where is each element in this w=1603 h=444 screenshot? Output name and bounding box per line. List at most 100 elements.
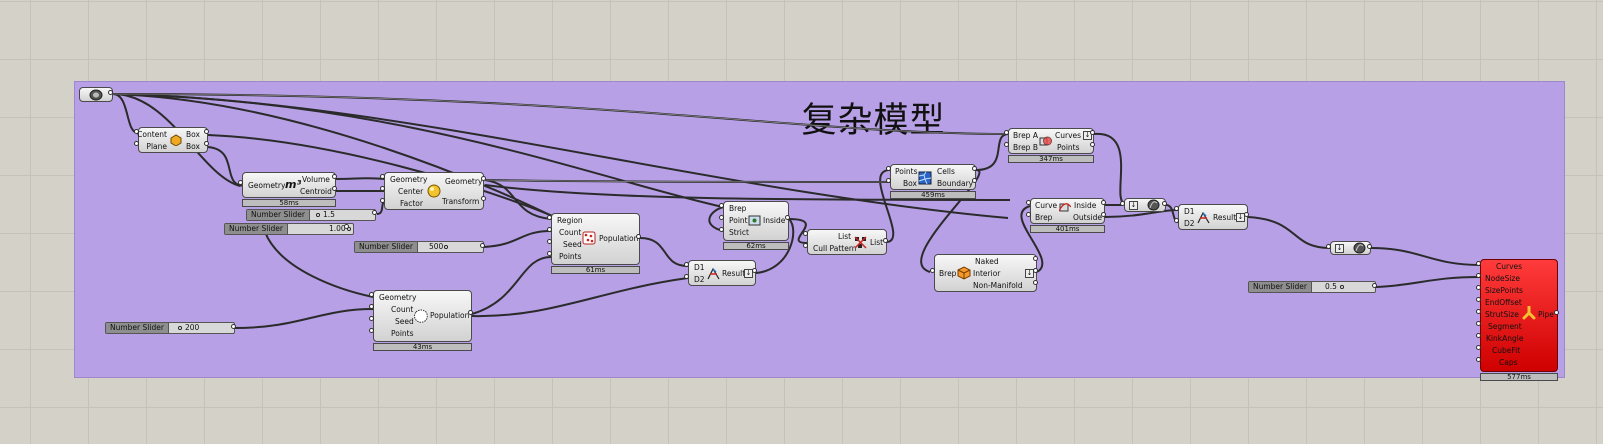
connector-port[interactable] — [1476, 321, 1481, 326]
connector-port[interactable] — [108, 90, 113, 95]
brep-edges-component[interactable]: Brep Naked Interior ↓ Non-Manifold — [934, 254, 1037, 292]
connector-port[interactable] — [1026, 200, 1031, 205]
connector-port[interactable] — [1033, 280, 1038, 285]
connector-port[interactable] — [547, 215, 552, 220]
connector-port[interactable] — [1476, 285, 1481, 290]
flatten-icon[interactable]: ↓ — [744, 269, 753, 278]
connector-port[interactable] — [886, 178, 891, 183]
exoskeleton-pipe-component[interactable]: Curves NodeSize SizePoints EndOffset Str… — [1480, 259, 1558, 372]
connector-port[interactable] — [1090, 130, 1095, 135]
connector-port[interactable] — [380, 186, 385, 191]
number-slider-4[interactable]: Number Slider 200 — [105, 322, 235, 334]
connector-port[interactable] — [1026, 212, 1031, 217]
connector-port[interactable] — [930, 268, 935, 273]
geometry-param[interactable] — [79, 87, 113, 102]
connector-port[interactable] — [481, 176, 486, 181]
flatten-icon[interactable]: ↓ — [1236, 213, 1245, 222]
flatten-icon[interactable]: ↓ — [1083, 131, 1092, 140]
curve-param-2[interactable]: ↓ — [1330, 241, 1371, 255]
populate-geometry-component[interactable]: Geometry Count Seed Points Population — [373, 290, 472, 342]
flatten-icon[interactable]: ↓ — [1129, 201, 1138, 210]
connector-port[interactable] — [380, 174, 385, 179]
connector-port[interactable] — [1367, 244, 1372, 249]
center-box-component[interactable]: Content Plane Box Box — [137, 127, 208, 153]
brep-brep-component[interactable]: Brep A Brep B Curves ↓ Points — [1008, 128, 1094, 154]
connector-port[interactable] — [547, 239, 552, 244]
scale-component[interactable]: Geometry Center Factor Geometry Transfor… — [384, 172, 484, 210]
flatten-icon[interactable]: ↓ — [1335, 244, 1344, 253]
connector-port[interactable] — [1162, 201, 1167, 206]
connector-port[interactable] — [972, 178, 977, 183]
connector-port[interactable] — [1174, 206, 1179, 211]
connector-port[interactable] — [134, 141, 139, 146]
slider-knob[interactable] — [316, 213, 320, 217]
voronoi-3d-component[interactable]: Points Box Cells Boundary — [890, 164, 976, 190]
area-component[interactable]: Geometry m³ Volume Centroid — [242, 172, 336, 198]
slider-knob[interactable] — [1340, 285, 1344, 289]
slider-knob[interactable] — [178, 326, 182, 330]
populate-3d-component[interactable]: Region Count Seed Points Population — [551, 213, 640, 265]
connector-port[interactable] — [468, 310, 473, 315]
connector-port[interactable] — [1004, 130, 1009, 135]
connector-port[interactable] — [886, 166, 891, 171]
connector-port[interactable] — [1244, 212, 1249, 217]
equality-component[interactable]: D1 D2 Result ↓ — [688, 260, 756, 286]
connector-port[interactable] — [1476, 309, 1481, 314]
connector-port[interactable] — [481, 196, 486, 201]
connector-port[interactable] — [204, 141, 209, 146]
connector-port[interactable] — [636, 234, 641, 239]
connector-port[interactable] — [204, 129, 209, 134]
cull-pattern-component[interactable]: List Cull Pattern List — [807, 229, 887, 255]
connector-port[interactable] — [1120, 201, 1125, 206]
equality-component-2[interactable]: D1 D2 Result ↓ — [1178, 204, 1248, 230]
connector-port[interactable] — [684, 262, 689, 267]
connector-port[interactable] — [369, 316, 374, 321]
connector-port[interactable] — [1476, 273, 1481, 278]
point-in-brep-component[interactable]: Brep Point Strict Inside — [723, 201, 789, 241]
connector-port[interactable] — [547, 251, 552, 256]
connector-port[interactable] — [803, 231, 808, 236]
number-slider-5[interactable]: Number Slider 0.5 — [1248, 281, 1376, 293]
slider-knob[interactable] — [347, 227, 351, 231]
connector-port[interactable] — [719, 227, 724, 232]
connector-port[interactable] — [1174, 218, 1179, 223]
connector-port[interactable] — [372, 210, 377, 215]
connector-port[interactable] — [1476, 357, 1481, 362]
connector-port[interactable] — [134, 129, 139, 134]
connector-port[interactable] — [803, 243, 808, 248]
connector-port[interactable] — [1476, 333, 1481, 338]
curve-param-1[interactable]: ↓ — [1124, 198, 1166, 212]
connector-port[interactable] — [1476, 345, 1481, 350]
connector-port[interactable] — [380, 198, 385, 203]
connector-port[interactable] — [785, 215, 790, 220]
connector-port[interactable] — [369, 292, 374, 297]
connector-port[interactable] — [1033, 256, 1038, 261]
connector-port[interactable] — [1326, 244, 1331, 249]
connector-port[interactable] — [344, 224, 349, 229]
connector-port[interactable] — [1101, 200, 1106, 205]
connector-port[interactable] — [238, 180, 243, 185]
flatten-icon[interactable]: ↓ — [1025, 269, 1034, 278]
connector-port[interactable] — [1033, 268, 1038, 273]
connector-port[interactable] — [1004, 142, 1009, 147]
connector-port[interactable] — [332, 186, 337, 191]
connector-port[interactable] — [547, 227, 552, 232]
connector-port[interactable] — [1372, 283, 1377, 288]
connector-port[interactable] — [231, 324, 236, 329]
connector-port[interactable] — [684, 274, 689, 279]
connector-port[interactable] — [1476, 261, 1481, 266]
connector-port[interactable] — [369, 328, 374, 333]
connector-port[interactable] — [972, 166, 977, 171]
number-slider-3[interactable]: Number Slider 500 — [354, 241, 484, 253]
connector-port[interactable] — [752, 268, 757, 273]
slider-knob[interactable] — [444, 245, 448, 249]
connector-port[interactable] — [1101, 212, 1106, 217]
connector-port[interactable] — [1554, 310, 1559, 315]
curve-brep-component[interactable]: Curve Brep Inside Outside — [1030, 198, 1105, 224]
number-slider-2[interactable]: Number Slider 1.00 — [224, 223, 354, 235]
connector-port[interactable] — [719, 203, 724, 208]
connector-port[interactable] — [1090, 142, 1095, 147]
connector-port[interactable] — [883, 238, 888, 243]
connector-port[interactable] — [369, 304, 374, 309]
number-slider-1[interactable]: Number Slider 1.5 — [246, 209, 376, 221]
